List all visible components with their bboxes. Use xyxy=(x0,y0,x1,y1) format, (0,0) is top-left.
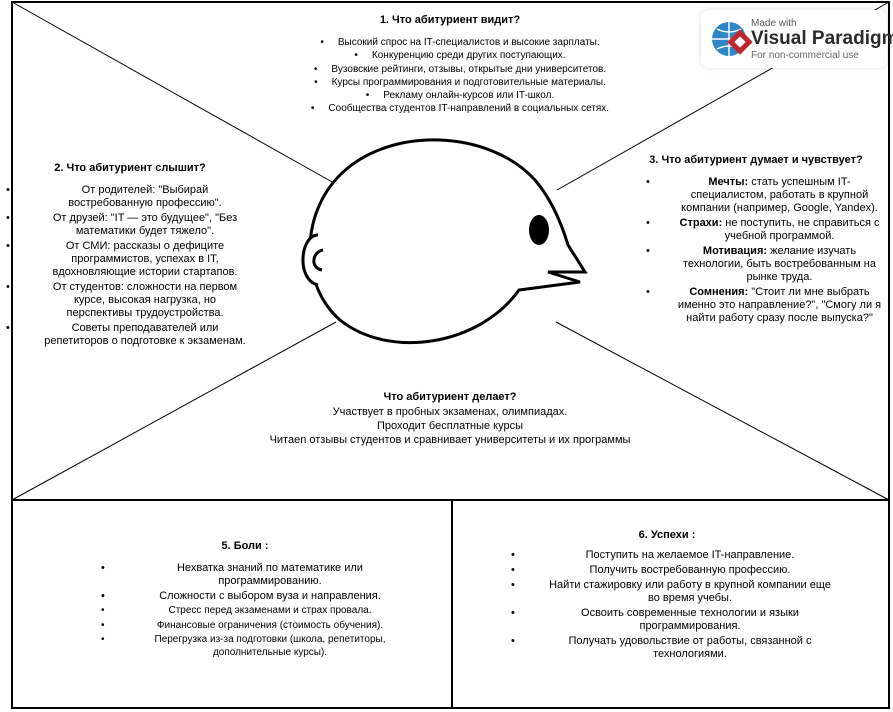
diagonal-bottom-right xyxy=(555,321,890,501)
pains-list: Нехватка знаний по математике или програ… xyxy=(101,562,405,661)
list-item: Сомнения: "Стоит ли мне выбрать именно э… xyxy=(646,286,887,325)
gains-list: Поступить на желаемое IT-направление. По… xyxy=(511,549,835,663)
does-line: Участвует в пробных экзаменах, олимпиада… xyxy=(332,406,568,418)
list-item: Сложности с выбором вуза и направления. xyxy=(101,590,405,603)
sees-title: 1. Что абитуриент видит? xyxy=(379,14,521,26)
list-item: Рекламу онлайн-курсов или IT-школ. xyxy=(250,89,670,102)
does-line: Проходит бесплатные курсы xyxy=(376,420,523,432)
does-title: Что абитуриент делает? xyxy=(383,391,517,403)
list-item: Получать удовольствие от работы, связанн… xyxy=(511,635,835,661)
doubts-text: "Стоит ли мне выбрать именно это направл… xyxy=(677,286,882,324)
motivation-label: Мотивация: xyxy=(702,245,768,257)
globe-icon xyxy=(712,22,753,56)
doubts-label: Сомнения: xyxy=(689,286,749,298)
does-line: Читаеn отзывы студентов и сравнивает уни… xyxy=(269,434,631,446)
hears-title: 2. Что абитуриент слышит? xyxy=(54,162,206,174)
fears-text: не поступить, не справиться с учебной пр… xyxy=(722,217,880,242)
list-item: Курсы программирования и подготовительны… xyxy=(250,76,670,89)
does-lines: Участвует в пробных экзаменах, олимпиада… xyxy=(200,405,700,447)
ear-inner xyxy=(312,248,324,272)
fears-label: Страхи: xyxy=(679,217,723,229)
list-item: От друзей: "IT — это будущее", "Без мате… xyxy=(6,212,250,238)
diagonal-bottom-left xyxy=(11,321,337,501)
list-item: Поступить на желаемое IT-направление. xyxy=(511,549,835,562)
list-item: Стресс перед экзаменами и страх провала. xyxy=(101,605,405,618)
list-item: От студентов: сложности на первом курсе,… xyxy=(6,281,250,320)
dreams-label: Мечты: xyxy=(708,176,749,188)
list-item: Мотивация: желание изучать технологии, б… xyxy=(646,245,887,284)
motivation-text: желание изучать технологии, быть востреб… xyxy=(683,245,876,283)
list-item: Финансовые ограничения (стоимость обучен… xyxy=(101,620,405,633)
list-item: Перегрузка из-за подготовки (школа, репе… xyxy=(101,634,405,659)
sees-list: Высокий спрос на IT-специалистов и высок… xyxy=(250,36,670,116)
watermark-note: For non-commercial use xyxy=(751,50,859,61)
list-item: Мечты: стать успешным IT-специалистом, р… xyxy=(646,176,887,215)
watermark-brand: Visual Paradigm xyxy=(751,28,893,49)
list-item: Вузовские рейтинги, отзывы, открытые дни… xyxy=(250,63,670,76)
list-item: Найти стажировку или работу в крупной ко… xyxy=(511,579,835,605)
gains-title: 6. Успехи : xyxy=(638,529,696,541)
list-item: Нехватка знаний по математике или програ… xyxy=(101,562,405,588)
list-item: Страхи: не поступить, не справиться с уч… xyxy=(646,217,887,243)
list-item: Советы преподавателей или репетиторов о … xyxy=(6,322,250,348)
list-item: Высокий спрос на IT-специалистов и высок… xyxy=(250,36,670,49)
pains-title: 5. Боли : xyxy=(221,540,269,552)
dreams-text: стать успешным IT-специалистом, работать… xyxy=(681,176,878,214)
gains-frame xyxy=(451,499,890,709)
diagonal-top-left xyxy=(11,1,335,184)
eye xyxy=(529,215,549,245)
list-item: Получить востребованную профессию. xyxy=(511,564,835,577)
list-item: Освоить современные технологии и языки п… xyxy=(511,607,835,633)
hears-list: От родителей: "Выбирай востребованную пр… xyxy=(6,184,250,350)
head-outline xyxy=(308,138,588,345)
list-item: От родителей: "Выбирай востребованную пр… xyxy=(6,184,250,210)
thinks-list: Мечты: стать успешным IT-специалистом, р… xyxy=(646,176,887,327)
watermark-badge: Made with Visual Paradigm For non-commer… xyxy=(701,10,893,68)
list-item: Сообщества студентов IT-направлений в со… xyxy=(250,102,670,115)
thinks-title: 3. Что абитуриент думает и чувствует? xyxy=(649,154,863,166)
list-item: Конкуренцию среди других поступающих. xyxy=(250,49,670,62)
watermark-made-with: Made with xyxy=(751,18,797,29)
ear-outer xyxy=(301,233,319,287)
list-item: От СМИ: рассказы о дефиците программисто… xyxy=(6,240,250,279)
